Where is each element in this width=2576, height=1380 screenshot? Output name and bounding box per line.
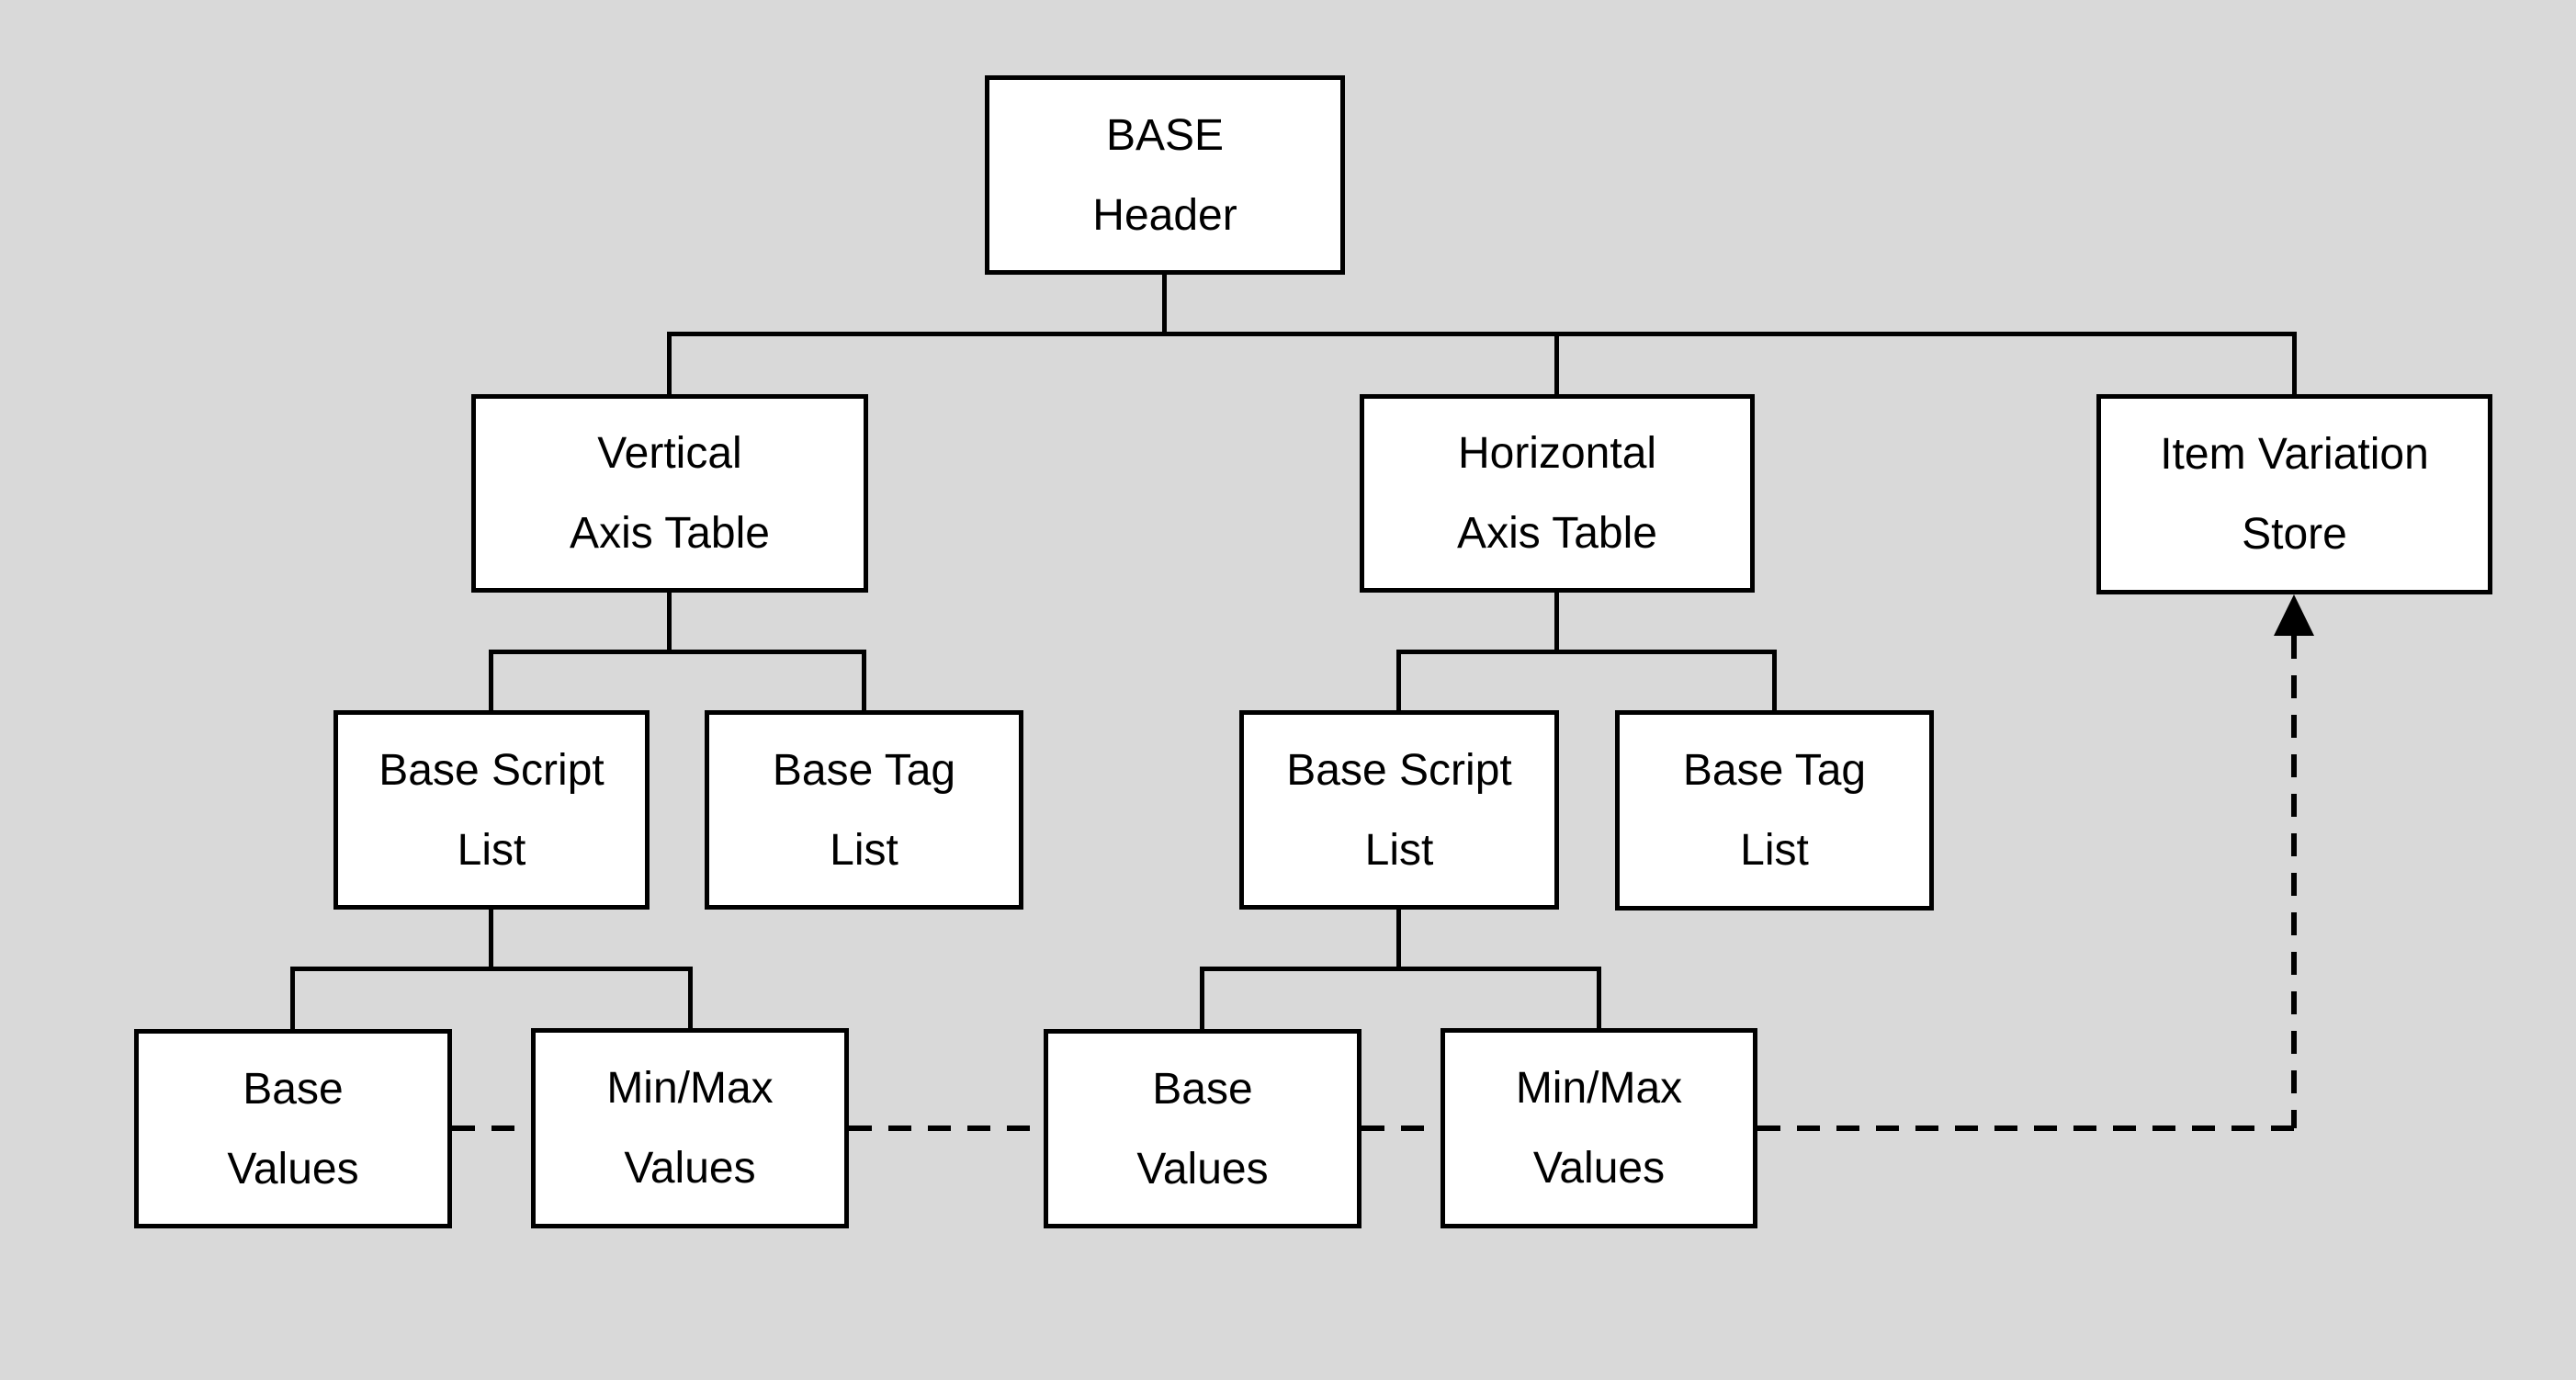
node-item-variation-store: Item Variation Store <box>2096 394 2492 594</box>
connector-top-distribution-line <box>667 332 2297 336</box>
connector-drop-base-script-list-h <box>1396 650 1401 712</box>
node-label: Horizontal Axis Table <box>1457 429 1657 558</box>
connector-base-script-list-v-stub <box>489 909 493 971</box>
node-label: Vertical Axis Table <box>570 429 770 558</box>
connector-drop-item-variation <box>2292 332 2297 396</box>
node-label: BASE Header <box>1092 110 1237 240</box>
node-horizontal-axis-table: Horizontal Axis Table <box>1360 394 1755 593</box>
connector-base-header-stub <box>1162 272 1167 336</box>
node-base-values-vertical: Base Values <box>134 1029 452 1228</box>
dashed-link-minmax-h-to-store <box>1757 1125 2294 1131</box>
node-minmax-values-horizontal: Min/Max Values <box>1441 1028 1757 1228</box>
connector-base-script-list-v-children-line <box>290 967 693 971</box>
dashed-link-base-values-v-minmax-v <box>452 1125 531 1131</box>
node-base-tag-list-horizontal: Base Tag List <box>1615 710 1934 911</box>
node-minmax-values-vertical: Min/Max Values <box>531 1028 849 1228</box>
node-label: Base Tag List <box>772 745 956 875</box>
connector-base-script-list-h-children-line <box>1200 967 1601 971</box>
connector-base-script-list-h-stub <box>1396 909 1401 971</box>
connector-drop-horizontal-axis <box>1554 332 1559 396</box>
connector-drop-minmax-values-v <box>688 967 693 1031</box>
node-label: Base Values <box>1136 1064 1269 1193</box>
connector-horizontal-axis-stub <box>1554 592 1559 654</box>
dashed-link-up-to-store <box>2291 636 2297 1128</box>
node-label: Min/Max Values <box>606 1064 774 1193</box>
node-base-script-list-horizontal: Base Script List <box>1239 710 1559 910</box>
node-label: Base Script List <box>1286 745 1512 875</box>
connector-vertical-axis-children-line <box>489 650 866 654</box>
connector-drop-base-script-list-v <box>489 650 493 712</box>
connector-drop-base-tag-list-v <box>862 650 866 712</box>
dashed-link-minmax-v-base-values-h <box>849 1125 1044 1131</box>
node-base-header: BASE Header <box>985 75 1345 275</box>
node-label: Base Script List <box>378 745 604 875</box>
node-vertical-axis-table: Vertical Axis Table <box>471 394 868 593</box>
node-label: Item Variation Store <box>2160 430 2429 559</box>
connector-drop-minmax-values-h <box>1597 967 1601 1031</box>
connector-horizontal-axis-children-line <box>1396 650 1777 654</box>
node-label: Base Tag List <box>1682 746 1867 875</box>
dashed-link-base-values-h-minmax-h <box>1361 1125 1441 1131</box>
node-label: Min/Max Values <box>1515 1064 1683 1193</box>
node-base-script-list-vertical: Base Script List <box>333 710 650 910</box>
connector-drop-base-tag-list-h <box>1772 650 1777 712</box>
node-label: Base Values <box>227 1064 359 1193</box>
arrow-up-icon <box>2274 594 2314 636</box>
connector-drop-base-values-h <box>1200 967 1204 1031</box>
connector-drop-vertical-axis <box>667 332 672 396</box>
node-base-values-horizontal: Base Values <box>1044 1029 1361 1228</box>
connector-vertical-axis-stub <box>667 592 672 654</box>
node-base-tag-list-vertical: Base Tag List <box>705 710 1023 910</box>
connector-drop-base-values-v <box>290 967 295 1031</box>
